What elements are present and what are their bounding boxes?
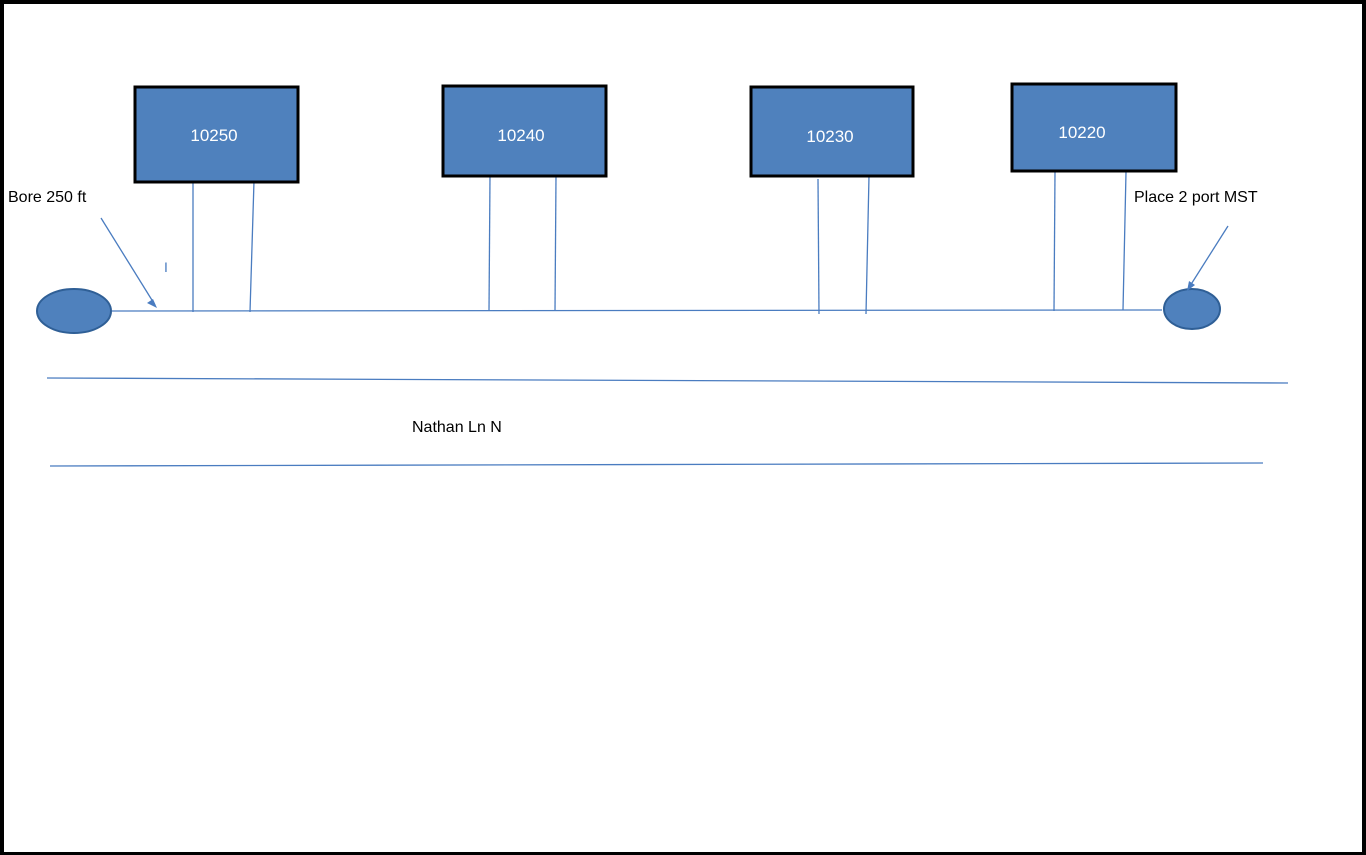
house-box [441,84,608,178]
bore-arrow-line [100,217,156,306]
house-10240: 10240 [441,84,608,178]
place-arrow-line [1189,225,1229,287]
house-label: 10220 [1058,123,1105,142]
house-10250: 10250 [133,85,300,184]
drop-line [554,175,557,312]
street-edge-bottom [49,462,1264,467]
house-box [749,85,915,178]
main-cable-line [111,309,1163,312]
house-10230: 10230 [749,85,915,178]
bore-note: Bore 250 ft [8,189,87,206]
place-mst-note: Place 2 port MST [1134,189,1258,206]
drop-line [1122,171,1127,311]
drop-line [865,175,870,315]
house-box [133,85,300,184]
right-mst-oval [1163,288,1221,330]
house-label: 10230 [806,127,853,146]
house-box [1010,82,1178,173]
route-diagram: 10250 10240 10230 10220 Bore 250 ft Plac… [8,82,1289,467]
drop-line [817,178,820,315]
place-arrowhead [1187,281,1195,291]
house-10220: 10220 [1010,82,1178,173]
house-label: 10240 [497,126,544,145]
drop-line [488,175,491,312]
house-label: 10250 [190,126,237,145]
street-name: Nathan Ln N [412,419,502,436]
drop-line [1053,171,1056,312]
street-edge-top [46,377,1289,384]
drop-lines [192,171,1127,315]
drop-line [249,180,255,313]
left-mst-oval [36,288,112,334]
bore-arrowhead [147,299,157,308]
tick-mark-label: I [164,259,168,275]
